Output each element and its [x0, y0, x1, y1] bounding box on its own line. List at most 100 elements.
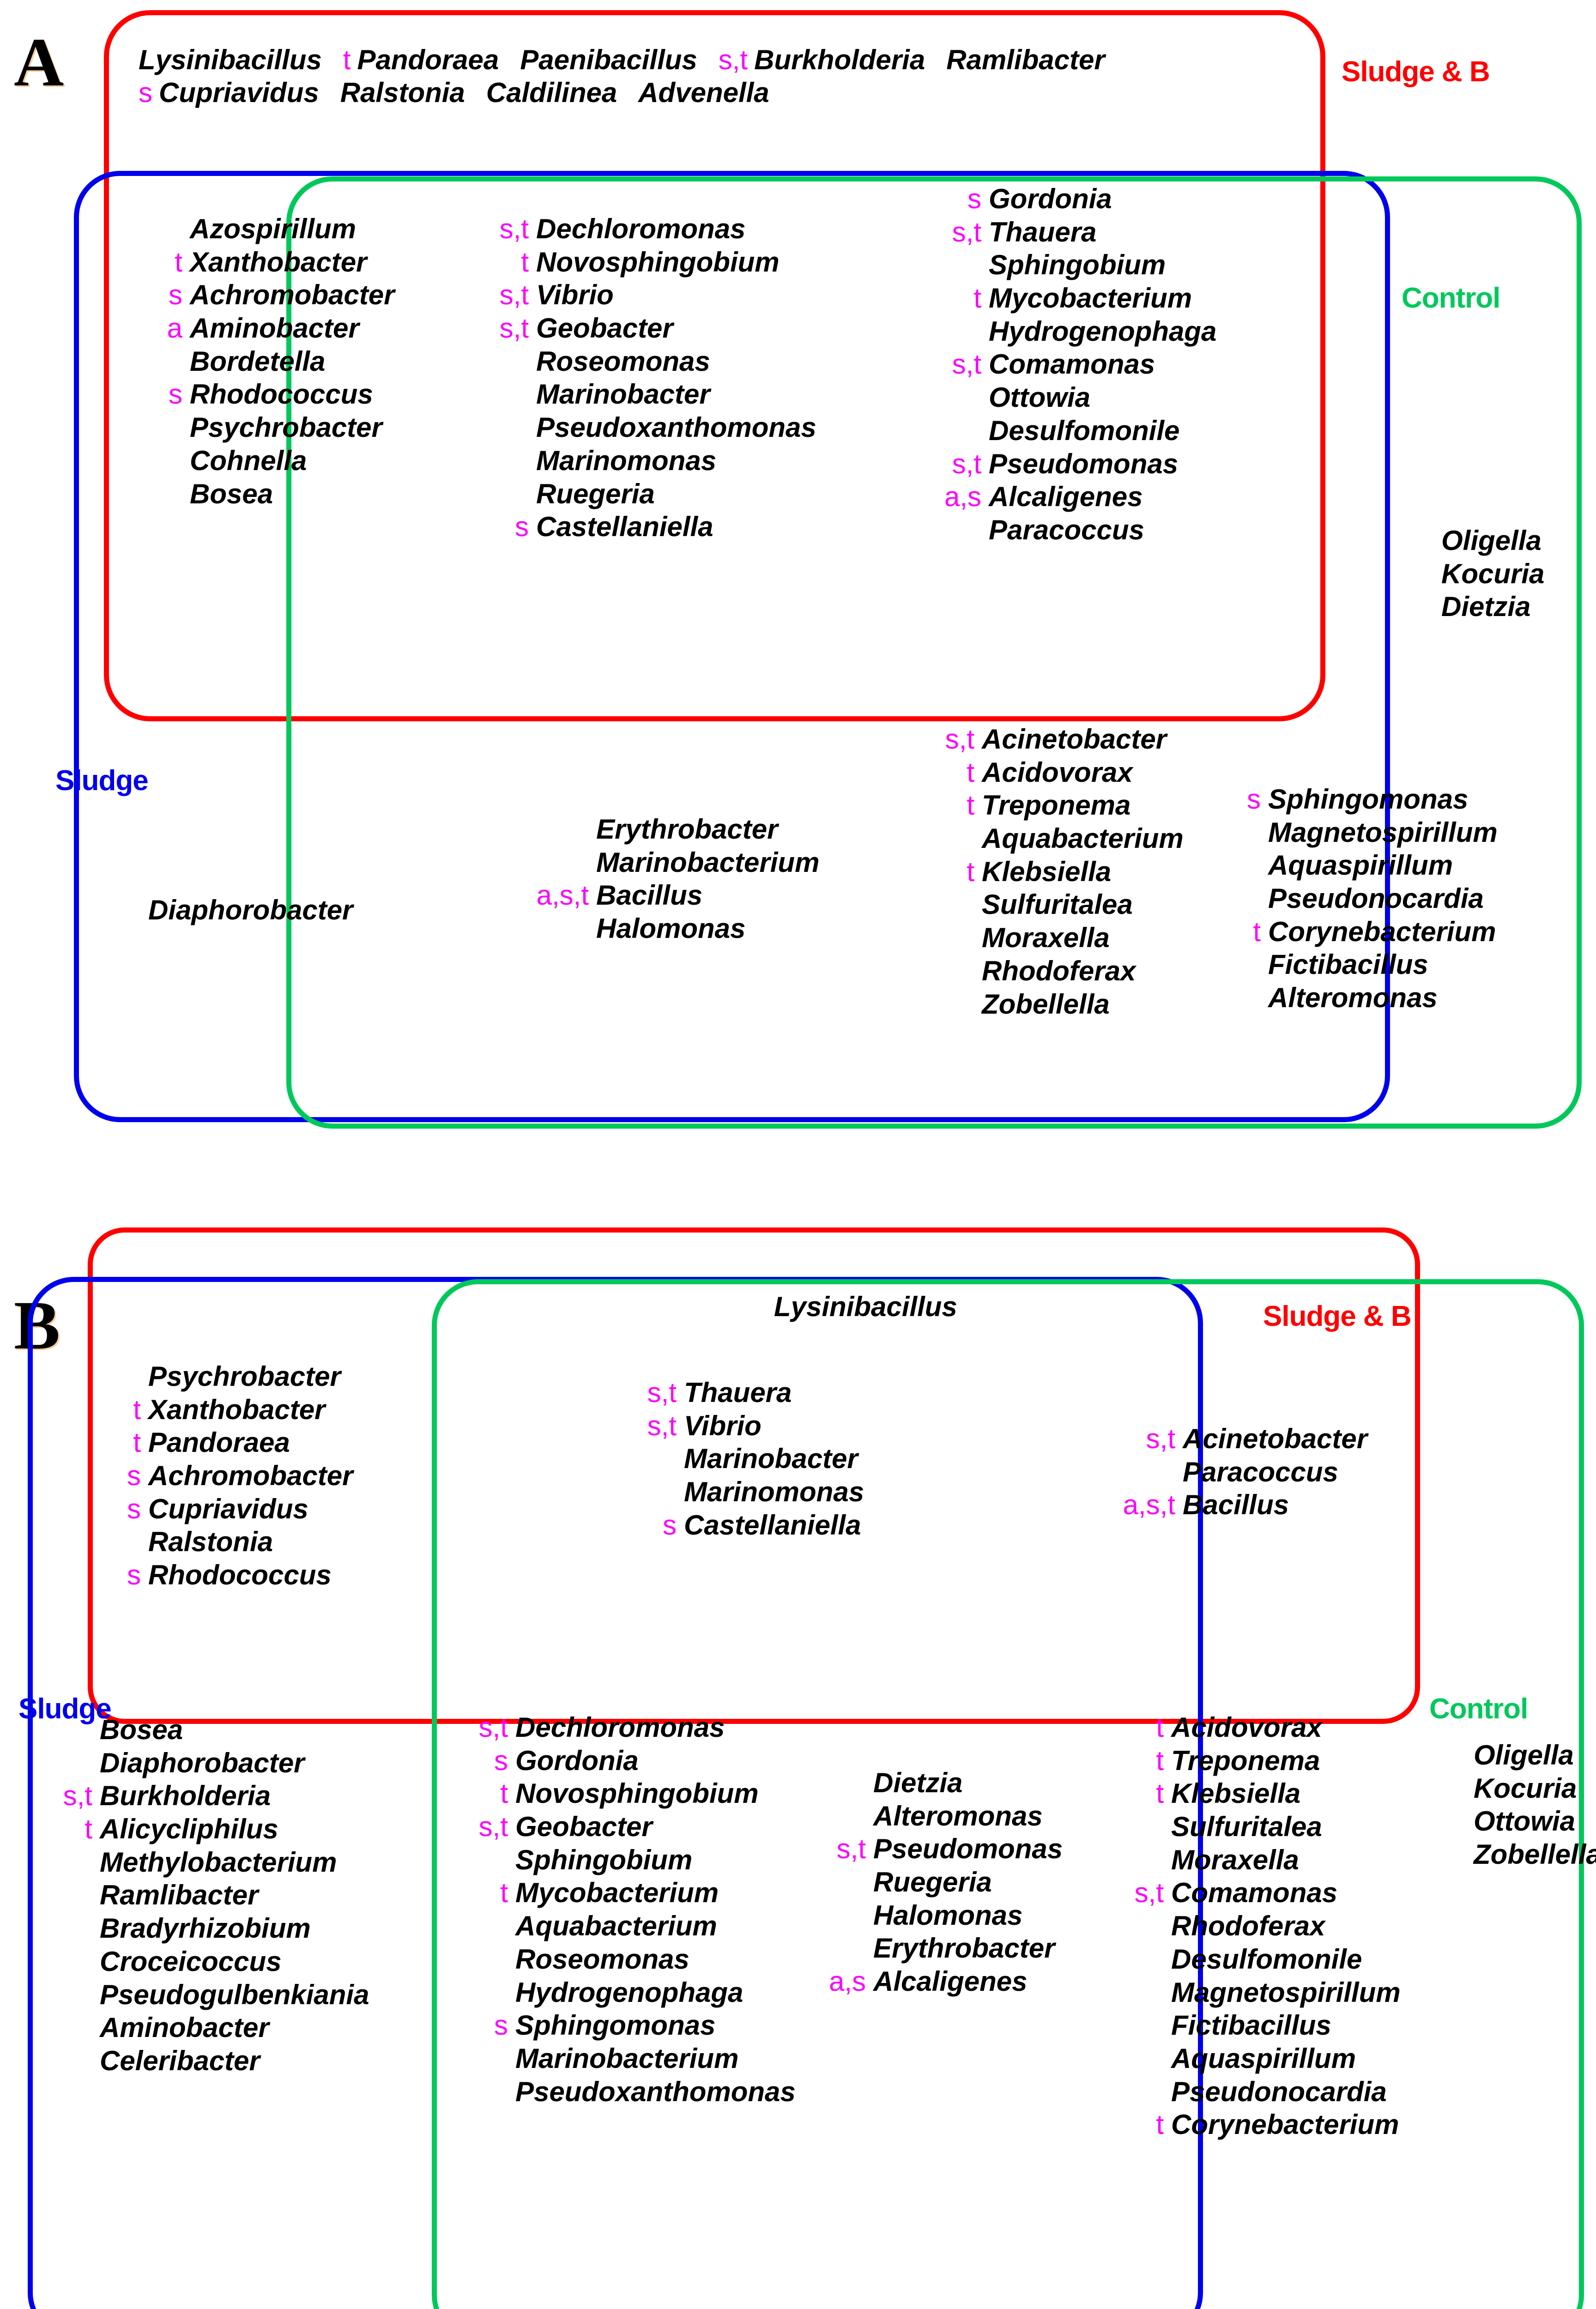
genus-name: Rhodoferax: [982, 955, 1136, 986]
genus-row: Celeribacter: [42, 2044, 369, 2078]
genus-tag: t: [133, 1427, 141, 1458]
genus-tag: t: [973, 283, 981, 314]
genus-name: Rhodococcus: [190, 379, 373, 410]
genus-name: Comamonas: [1171, 1877, 1338, 1909]
genus-tag: s,t: [952, 216, 981, 248]
genus-tag: s: [127, 1493, 141, 1524]
genus-name: Rhodoferax: [1171, 1910, 1325, 1942]
genus-row: Alteromonas: [1238, 981, 1498, 1015]
genus-name: Aminobacter: [190, 313, 359, 344]
genus-name: Ottowia: [1474, 1806, 1575, 1837]
genus-tag: s: [967, 183, 981, 214]
genus-name: Ottowia: [989, 382, 1090, 413]
genus-row: s,t Pseudomonas: [924, 447, 1216, 481]
genus-name: Sulfuritalea: [1171, 1811, 1322, 1843]
genus-cell: Ralstonia: [340, 77, 465, 109]
genus-tag: t: [1156, 1745, 1164, 1776]
genus-name: Marinobacter: [684, 1443, 858, 1475]
genus-row: Zobellella: [924, 988, 1184, 1021]
genus-tag: s,t: [952, 448, 981, 479]
genus-row: Rhodoferax: [1120, 1910, 1401, 1943]
genus-name: Sulfuritalea: [982, 889, 1133, 920]
genus-row: Ottowia: [1406, 1805, 1596, 1838]
genus-cell: Paenibacillus: [520, 44, 697, 77]
genus-name: Acidovorax: [982, 756, 1133, 788]
genus-tag: s,t: [499, 213, 529, 244]
genus-row: Ruegeria: [471, 478, 816, 511]
genus-name: Magnetospirillum: [1268, 816, 1498, 848]
genus-row: Ottowia: [924, 381, 1216, 414]
genus-name: Psychrobacter: [190, 412, 382, 443]
genus-tag: s,t: [499, 279, 529, 311]
genus-name: Erythrobacter: [596, 814, 778, 845]
genus-tag: t: [1156, 1712, 1164, 1743]
genus-row: Magnetospirillum: [1238, 816, 1498, 849]
genus-name: Azospirillum: [190, 213, 357, 244]
genus-name: Acinetobacter: [1183, 1423, 1368, 1454]
genus-row: Paracoccus: [924, 514, 1216, 547]
genus-row: Bosea: [139, 478, 394, 511]
genus-name: Ramlibacter: [946, 44, 1105, 75]
genus-row: Aquaspirillum: [1120, 2042, 1401, 2075]
genus-name: Rhodococcus: [148, 1559, 332, 1591]
genus-name: Alcaligenes: [873, 1966, 1028, 1997]
genus-name: Erythrobacter: [873, 1933, 1055, 1964]
genus-name: Pseudoxanthomonas: [515, 2076, 796, 2107]
genus-tag: s: [139, 77, 152, 108]
panel-a-label-sludge-and-b: Sludge & B: [1342, 56, 1490, 88]
genus-tag: s,t: [478, 1712, 508, 1743]
genus-row: Pseudoxanthomonas: [455, 2075, 796, 2109]
genus-name: Castellaniella: [684, 1509, 861, 1541]
panel-b-label-sludge: Sludge: [18, 1693, 112, 1725]
genus-row: Pseudogulbenkiania: [42, 1978, 369, 2012]
genus-row: Pseudoxanthomonas: [471, 411, 816, 444]
genus-tag: s,t: [499, 313, 529, 344]
genus-row: Dietzia: [1374, 590, 1544, 623]
genus-name: Ruegeria: [536, 478, 655, 509]
genus-name: Burkholderia: [754, 44, 925, 75]
genus-tag: t: [175, 246, 182, 278]
genus-name: Hydrogenophaga: [989, 315, 1217, 347]
genus-name: Treponema: [982, 790, 1131, 821]
genus-tag: t: [967, 856, 974, 887]
genus-name: Pandoraea: [148, 1427, 290, 1458]
panel-b-label-control: Control: [1429, 1693, 1528, 1725]
genus-name: Pseudomonas: [989, 448, 1179, 479]
genus-name: Zobellella: [1474, 1839, 1596, 1870]
genus-name: Cohnella: [190, 445, 307, 476]
panel-a-region-sludge-only: Diaphorobacter: [81, 894, 353, 927]
genus-tag: s: [663, 1509, 677, 1541]
genus-row: Fictibacillus: [1120, 2009, 1401, 2042]
genus-name: Ralstonia: [340, 77, 465, 108]
genus-tag: t: [85, 1813, 92, 1845]
panel-a-green-ring: [286, 176, 1582, 1129]
genus-name: Acidovorax: [1171, 1712, 1322, 1743]
genus-row: Pseudonocardia: [1238, 882, 1498, 915]
genus-row: Marinomonas: [471, 444, 816, 478]
genus-name: Pseudonocardia: [1171, 2076, 1387, 2107]
genus-tag: a: [167, 313, 182, 344]
